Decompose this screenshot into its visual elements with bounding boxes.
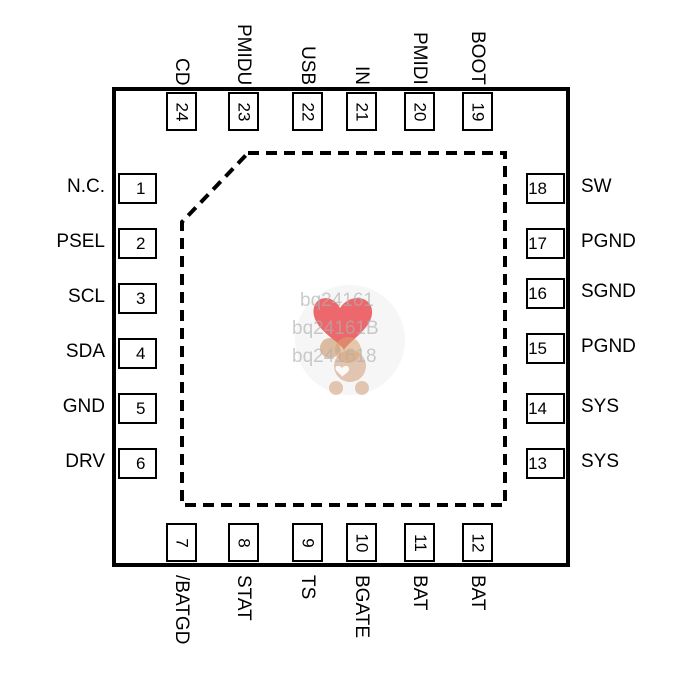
pin-pad-19: 19 [462, 92, 493, 131]
pin-label-sys-14: SYS [581, 396, 620, 417]
pin-label-sda: SDA [65, 341, 105, 362]
pin-pad-14: 14 [526, 393, 565, 424]
pin-pad-12: 12 [462, 523, 493, 562]
pin-label-pmidu: PMIDU [233, 23, 254, 85]
pin-label-pmidi: PMIDI [409, 32, 430, 85]
watermark-line-2: bq24161B [292, 318, 379, 339]
pin-pad-3: 3 [118, 283, 157, 314]
pin-pad-24: 24 [166, 92, 197, 131]
pin-label-bat-12: BAT [467, 575, 488, 611]
pin-label-pgnd-15: PGND [581, 336, 636, 357]
pin-pad-23: 23 [228, 92, 259, 131]
pin-pad-13: 13 [526, 448, 565, 479]
pin-pad-7: 7 [166, 523, 197, 562]
pin-pad-11: 11 [404, 523, 435, 562]
pin-pad-10: 10 [346, 523, 377, 562]
watermark: bq24161 bq24161B bq241618 [270, 270, 440, 410]
pin-label-ts: TS [297, 575, 318, 600]
pin-label-in: IN [351, 66, 372, 85]
pin-pad-9: 9 [292, 523, 323, 562]
pin-label-scl: SCL [68, 286, 105, 307]
pin-label-boot: BOOT [467, 31, 488, 85]
pin-pad-6: 6 [118, 448, 157, 479]
pin-label-stat: STAT [233, 575, 254, 621]
pin-label-nc: N.C. [67, 176, 105, 197]
pin-label-psel: PSEL [56, 231, 105, 252]
pin-pad-15: 15 [526, 333, 565, 364]
pin-label-usb: USB [297, 45, 318, 85]
pin-pad-21: 21 [346, 92, 377, 131]
pin-pad-16: 16 [526, 278, 565, 309]
pin-label-batgd: /BATGD [171, 575, 192, 645]
watermark-line-1: bq24161 [300, 290, 374, 311]
pin-pad-20: 20 [404, 92, 435, 131]
pin-label-drv: DRV [65, 451, 105, 472]
pin-pad-8: 8 [228, 523, 259, 562]
pin-label-sgnd: SGND [581, 281, 636, 302]
pin-label-bat-11: BAT [409, 575, 430, 611]
pin-pad-2: 2 [118, 228, 157, 259]
pin-pad-5: 5 [118, 393, 157, 424]
pin-label-gnd: GND [62, 396, 105, 417]
pin-label-sw: SW [581, 176, 612, 197]
pin-label-cd: CD [171, 57, 192, 85]
pin-pad-17: 17 [526, 228, 565, 259]
pin-pad-4: 4 [118, 338, 157, 369]
bear-heart-watermark-icon [295, 285, 405, 395]
pin-label-bgate: BGATE [351, 575, 372, 638]
pin-label-pgnd-17: PGND [581, 231, 636, 252]
watermark-line-3: bq241618 [292, 346, 377, 367]
pin-pad-1: 1 [118, 173, 157, 204]
pin-pad-18: 18 [526, 173, 565, 204]
pin-pad-22: 22 [292, 92, 323, 131]
pin-label-sys-13: SYS [581, 451, 620, 472]
